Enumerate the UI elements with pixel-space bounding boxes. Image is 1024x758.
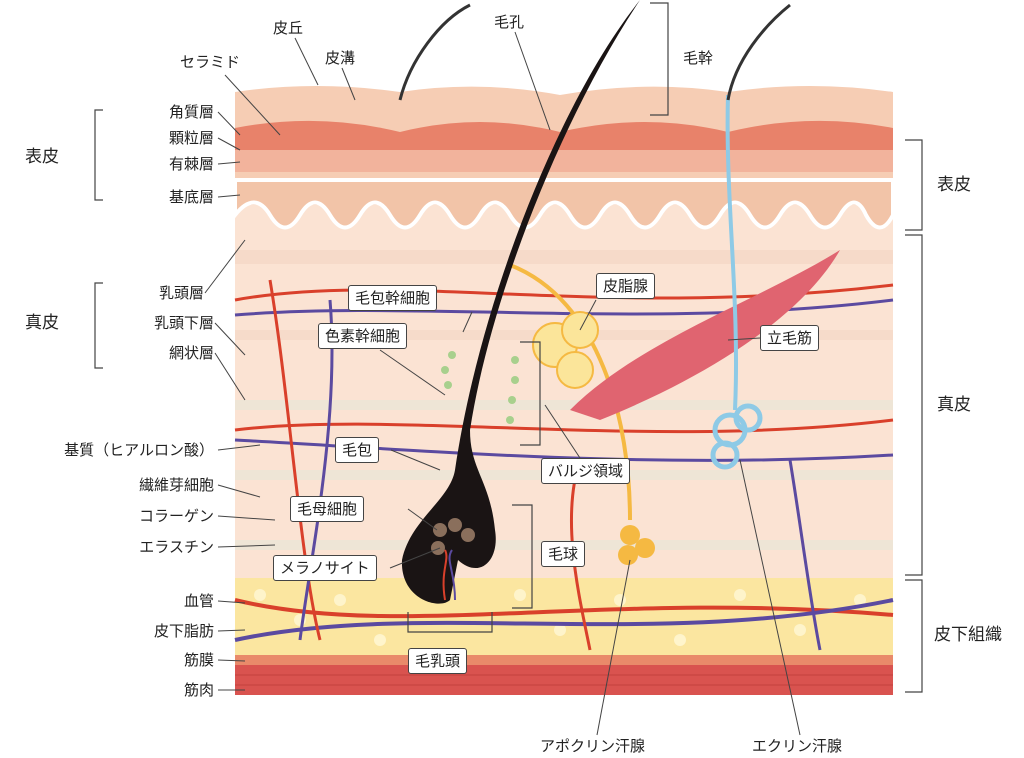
hair-matrix-cells — [431, 518, 475, 555]
brackets — [94, 2, 923, 693]
label-hair-shaft: 毛幹 — [683, 49, 714, 67]
label-eccrine: エクリン汗腺 — [752, 737, 843, 755]
hair-follicle-shaft — [401, 0, 640, 604]
muscle-layer — [235, 665, 893, 695]
label-stratum-basale: 基底層 — [168, 188, 214, 206]
label-pigment-stem-cell: 色素幹細胞 — [318, 323, 408, 349]
label-follicle-stem-cell: 毛包幹細胞 — [348, 285, 438, 311]
label-right-epidermis: 表皮 — [937, 175, 971, 195]
label-collagen: コラーゲン — [138, 507, 214, 525]
label-subpapillary-layer: 乳頭下層 — [153, 314, 214, 332]
label-epidermis-group: 表皮 — [25, 147, 59, 167]
label-hair-follicle: 毛包 — [335, 437, 380, 463]
apocrine-gland — [618, 525, 655, 565]
leader-lines — [204, 31, 801, 736]
label-reticular-layer: 網状層 — [168, 344, 214, 362]
label-blood-vessel: 血管 — [183, 592, 214, 610]
label-arrector-pili: 立毛筋 — [760, 325, 820, 351]
label-bulge-region: バルジ領域 — [541, 458, 631, 484]
label-ceramide: セラミド — [180, 53, 241, 71]
label-stratum-spinosum: 有棘層 — [168, 155, 214, 173]
label-hair-bulb: 毛球 — [541, 541, 586, 567]
label-melanocyte: メラノサイト — [273, 555, 377, 581]
label-right-subcutaneous: 皮下組織 — [934, 625, 1002, 645]
label-apocrine: アポクリン汗腺 — [540, 737, 646, 755]
label-fascia: 筋膜 — [183, 651, 214, 669]
eccrine-gland — [710, 403, 763, 470]
fascia-layer — [235, 655, 893, 665]
label-hair-matrix-cell: 毛母細胞 — [290, 496, 365, 522]
label-sebaceous-gland: 皮脂腺 — [596, 273, 656, 299]
label-right-dermis: 真皮 — [937, 395, 971, 415]
label-muscle: 筋肉 — [183, 681, 214, 699]
label-pore: 毛孔 — [494, 13, 525, 31]
label-subcutaneous-fat: 皮下脂肪 — [153, 622, 214, 640]
label-hiko: 皮溝 — [325, 49, 356, 67]
label-hikyu: 皮丘 — [273, 19, 304, 37]
label-matrix: 基質（ヒアルロン酸） — [64, 441, 214, 459]
arrector-pili-muscle — [570, 250, 840, 420]
label-elastin: エラスチン — [139, 538, 214, 556]
label-papillary-layer: 乳頭層 — [158, 284, 204, 302]
label-stratum-granulosum: 顆粒層 — [168, 129, 214, 147]
label-fibroblast: 繊維芽細胞 — [138, 476, 214, 494]
label-dermis-group: 真皮 — [25, 313, 59, 333]
label-dermal-papilla: 毛乳頭 — [408, 648, 468, 674]
stem-cells — [441, 351, 519, 424]
label-stratum-corneum: 角質層 — [168, 103, 214, 121]
